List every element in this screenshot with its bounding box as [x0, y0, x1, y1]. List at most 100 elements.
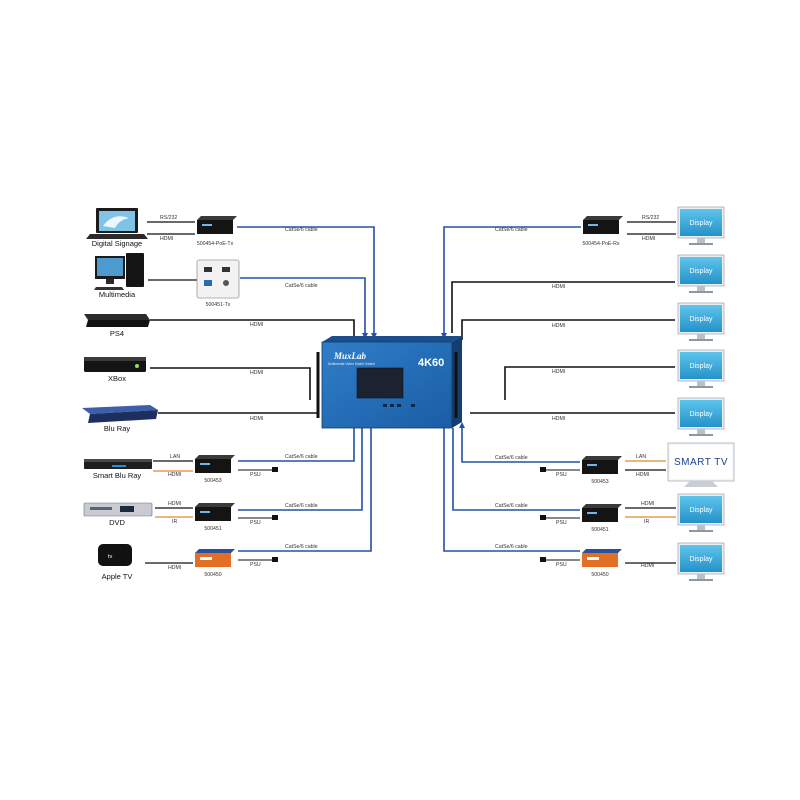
label-psu-left-1: PSU: [250, 472, 261, 478]
label-catx-right-1: CatSe/6 cable: [495, 227, 528, 233]
cable-catx-5: [238, 428, 372, 552]
label-hdmi-xbox: HDMI: [250, 370, 263, 376]
label-rs232-left: RS/232: [160, 215, 177, 221]
label-hdmi-left-4: HDMI: [168, 565, 181, 571]
label-hdmi-right-4: HDMI: [552, 369, 565, 375]
label-hdmi-right-5: HDMI: [552, 416, 565, 422]
part-label-500454-poe-tx: 500454-PoE-Tx: [197, 241, 234, 247]
label-hdmi-bluray: HDMI: [250, 416, 263, 422]
smart-tv-label: SMART TV: [674, 457, 728, 468]
extender-500451-tx-wallplate: [196, 259, 240, 299]
ps4-console-icon: [84, 314, 150, 327]
label-catx-left-3: CatSe/6 cable: [285, 454, 318, 460]
left-psu-plugs: [272, 467, 278, 562]
display-monitor-2: Display: [677, 254, 725, 293]
label-psu-right-1: PSU: [556, 472, 567, 478]
display-label-5: Display: [690, 411, 713, 418]
label-lan-right: LAN: [636, 454, 646, 460]
extender-500454-poe-tx: [197, 216, 237, 234]
label-hdmi-right-3: HDMI: [552, 323, 565, 329]
label-xbox: XBox: [108, 374, 126, 383]
part-label-500451-left: 500451: [204, 526, 221, 532]
label-catx-left-1: CatSe/6 cable: [285, 227, 318, 233]
label-hdmi-right-7: HDMI: [641, 501, 654, 507]
label-blu-ray: Blu Ray: [104, 424, 131, 433]
label-smart-blu-ray: Smart Blu Ray: [93, 471, 142, 480]
part-label-500453-right: 500453: [591, 479, 608, 485]
cable-catx-2: [240, 277, 366, 333]
display-monitor-7: Display: [677, 542, 725, 581]
display-label-2: Display: [690, 268, 713, 275]
displays: Display Display Display Display: [667, 206, 735, 581]
extender-500454-poe-rx: [583, 216, 623, 234]
extender-500453-right: [582, 456, 622, 474]
extender-500453-left: [195, 455, 235, 473]
cable-catx-3: [238, 428, 355, 462]
cable-catx-r7: [452, 428, 580, 511]
right-extenders: 500454-PoE-Rx 500453 500451 500450: [582, 216, 623, 578]
part-label-500451-tx: 500451-Tx: [206, 302, 231, 308]
extender-500450-right: [582, 549, 622, 567]
extender-500450-left: [195, 549, 235, 567]
cable-catx-4: [238, 428, 363, 511]
label-hdmi-right-8: HDMI: [641, 563, 654, 569]
cable-hdmi-r2: [451, 281, 675, 333]
blu-ray-player-icon: [82, 405, 158, 423]
label-catx-left-2: CatSe/6 cable: [285, 283, 318, 289]
apple-tv-icon: tv: [98, 544, 132, 566]
smart-tv-icon: SMART TV: [667, 442, 735, 487]
cable-catx-r8: [443, 428, 580, 552]
display-label-4: Display: [690, 363, 713, 370]
matrix-brand: MuxLab: [333, 351, 367, 361]
left-cables: [145, 221, 375, 564]
part-label-500450-left: 500450: [204, 572, 221, 578]
extender-500451-left: [195, 503, 235, 521]
display-label-7: Display: [690, 556, 713, 563]
cable-catx-r1: [443, 226, 581, 333]
label-psu-left-3: PSU: [250, 562, 261, 568]
label-dvd: DVD: [109, 518, 125, 527]
label-multimedia: Multimedia: [99, 290, 136, 299]
part-label-500450-right: 500450: [591, 572, 608, 578]
display-label-1: Display: [690, 220, 713, 227]
label-hdmi-right-6: HDMI: [636, 472, 649, 478]
display-monitor-3: Display: [677, 302, 725, 341]
display-label-3: Display: [690, 316, 713, 323]
xbox-console-icon: [84, 357, 146, 372]
label-ps4: PS4: [110, 329, 124, 338]
part-label-500451-right: 500451: [591, 527, 608, 533]
left-extenders: 500454-PoE-Tx 500451-Tx 500453 500451 50…: [195, 216, 240, 578]
left-cable-labels: RS/232 HDMI CatSe/6 cable CatSe/6 cable …: [160, 215, 318, 571]
multimedia-pc-icon: [94, 253, 144, 290]
label-lan-left: LAN: [170, 454, 180, 460]
display-monitor-1: Display: [677, 206, 725, 245]
svg-text:tv: tv: [108, 554, 113, 560]
label-psu-right-3: PSU: [556, 562, 567, 568]
label-hdmi-left-3: HDMI: [168, 501, 181, 507]
matrix-subtitle: Multimedia Video Matrix Switch: [328, 362, 375, 366]
label-ir-right: IR: [644, 519, 649, 525]
label-hdmi-left-1: HDMI: [160, 236, 173, 242]
part-label-500453-left: 500453: [204, 478, 221, 484]
right-cables: [443, 221, 676, 564]
cable-hdmi-ps4: [150, 319, 355, 340]
label-catx-left-5: CatSe/6 cable: [285, 544, 318, 550]
label-catx-right-4: CatSe/6 cable: [495, 544, 528, 550]
label-rs232-right: RS/232: [642, 215, 659, 221]
label-catx-right-3: CatSe/6 cable: [495, 503, 528, 509]
extender-500451-right: [582, 504, 622, 522]
label-hdmi-right-1: HDMI: [642, 236, 655, 242]
label-digital-signage: Digital Signage: [92, 239, 142, 248]
matrix-switch: MuxLab Multimedia Video Matrix Switch 4K…: [316, 336, 462, 429]
label-psu-left-2: PSU: [250, 520, 261, 526]
digital-signage-laptop-icon: [86, 208, 148, 239]
part-label-500454-poe-rx: 500454-PoE-Rx: [583, 241, 620, 247]
label-hdmi-ps4: HDMI: [250, 322, 263, 328]
label-ir-left: IR: [172, 519, 177, 525]
cable-catx-r6: [461, 428, 580, 463]
label-hdmi-right-2: HDMI: [552, 284, 565, 290]
matrix-4k60-badge: 4K60: [418, 357, 444, 369]
right-cable-labels: RS/232 HDMI CatSe/6 cable HDMI HDMI HDMI…: [495, 215, 659, 569]
label-hdmi-left-2: HDMI: [168, 472, 181, 478]
